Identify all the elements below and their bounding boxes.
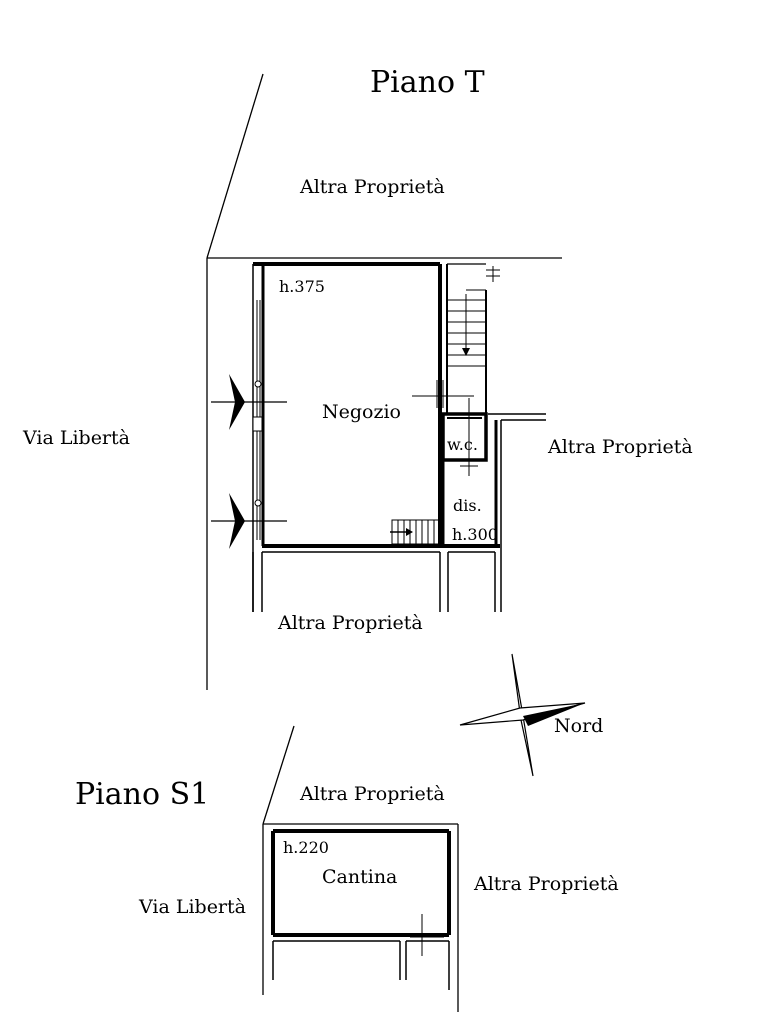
hallway-height: h.300 — [452, 525, 498, 544]
cellar-label: Cantina — [322, 866, 397, 888]
boundary-line — [206, 73, 264, 259]
north-arrow-icon — [523, 703, 585, 726]
wc-room: w.c. — [441, 398, 488, 476]
shop-walls — [252, 262, 500, 612]
hallway: dis. h.300 — [441, 420, 498, 546]
street-label: Via Libertà — [22, 427, 130, 449]
shop-height: h.375 — [279, 277, 325, 296]
wc-label: w.c. — [447, 435, 478, 454]
basement-title: Piano S1 — [75, 777, 209, 812]
entrance-arrow-icon — [211, 374, 287, 432]
basement-neighbor-top-label: Altra Proprietà — [299, 783, 445, 805]
north-compass: Nord — [459, 653, 603, 777]
neighbor-top-label: Altra Proprietà — [299, 176, 445, 198]
stairs-down — [390, 519, 441, 545]
basement-neighbor-right-label: Altra Proprietà — [473, 873, 619, 895]
neighbor-boundaries — [252, 413, 546, 612]
ground-floor-plan: Piano T Altra Proprietà Altra Proprietà … — [22, 65, 693, 690]
stair-arrow-icon — [406, 528, 413, 536]
neighbor-right-label: Altra Proprietà — [547, 436, 693, 458]
compass-label: Nord — [554, 715, 603, 737]
interior-doorway — [412, 380, 474, 408]
basement-street-label: Via Libertà — [138, 896, 246, 918]
entrance-arrow-icon — [211, 493, 287, 549]
shop-label: Negozio — [322, 401, 401, 423]
basement-plan: Piano S1 Altra Proprietà Altra Proprietà… — [75, 725, 619, 1012]
staircase — [446, 263, 500, 414]
cellar-walls — [271, 829, 451, 990]
hallway-label: dis. — [453, 496, 482, 515]
boundary-line — [262, 725, 295, 825]
stair-arrow-icon — [462, 348, 470, 356]
neighbor-bottom-label: Altra Proprietà — [277, 612, 423, 634]
ground-floor-title: Piano T — [370, 65, 485, 100]
cellar-height: h.220 — [283, 838, 329, 857]
